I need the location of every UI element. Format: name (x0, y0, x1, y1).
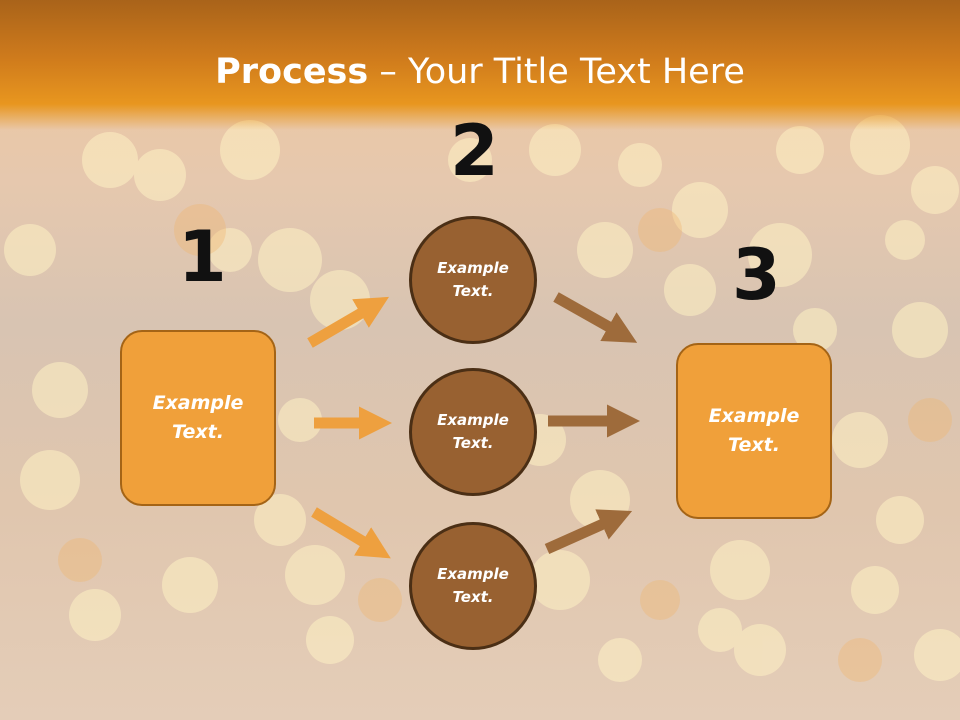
step-number-3: 3 (732, 234, 781, 316)
arrow-to-circle-3 (311, 507, 391, 559)
arrow-to-circle-1 (307, 296, 390, 348)
circle-2-text: Example Text. (437, 411, 509, 452)
step-2-circle-3: Example Text. (409, 522, 537, 650)
step-2-circle-2: Example Text. (409, 368, 537, 496)
step-number-1: 1 (178, 216, 227, 298)
title-rest: – Your Title Text Here (368, 52, 745, 92)
title-bar (0, 0, 960, 130)
title-bold: Process (215, 52, 369, 92)
step-number-2: 2 (450, 110, 499, 192)
step-2-circle-1: Example Text. (409, 216, 537, 344)
step-1-text: Example Text. (152, 392, 244, 443)
circle-3-text: Example Text. (437, 565, 509, 606)
circle-1-text: Example Text. (437, 259, 509, 300)
arrow-from-circle-1 (553, 292, 638, 343)
slide-title: Process – Your Title Text Here (0, 52, 960, 92)
step-3-text: Example Text. (708, 405, 800, 456)
arrow-from-circle-3 (544, 509, 633, 555)
step-1-box: Example Text. (120, 330, 276, 506)
step-3-box: Example Text. (676, 343, 832, 519)
